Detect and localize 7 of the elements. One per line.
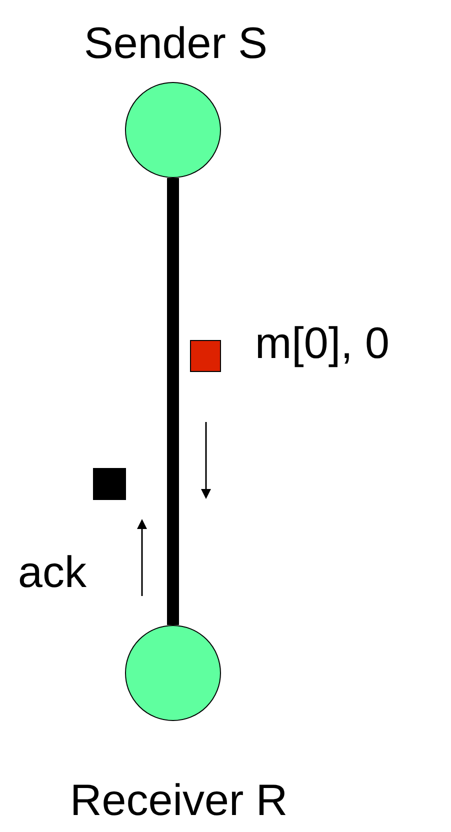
node-label: Sender S: [84, 22, 268, 66]
packet-square: [190, 340, 221, 372]
node-label: ack: [18, 551, 86, 595]
node-label: Receiver R: [70, 779, 288, 823]
packet-square: [93, 468, 126, 500]
link-line: [167, 178, 179, 625]
node-label: m[0], 0: [255, 322, 390, 366]
